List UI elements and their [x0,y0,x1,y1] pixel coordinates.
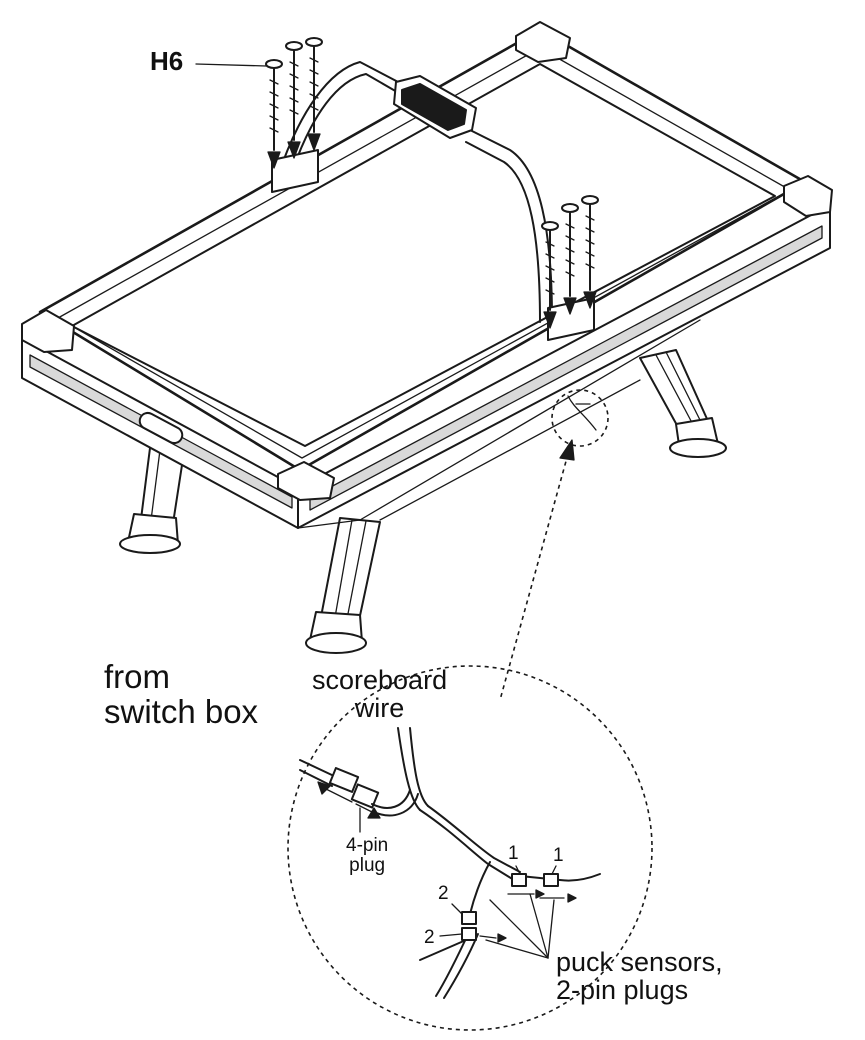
goal-slot [138,411,184,445]
four-pin-plug-a [328,767,360,793]
label-from-switch-box: from switch box [104,658,259,730]
underside-edge [297,319,701,529]
scoreboard-arch [271,61,595,341]
detail-magnified-circle [287,665,653,1031]
h6-screws [195,37,599,329]
label-scoreboard-wire: scoreboard wire [312,665,448,724]
mount-bracket-back [271,149,319,193]
detail-source-circle [551,389,609,447]
label-sensor-number-1a: 1 [508,843,519,864]
detail-callout [287,389,653,1031]
corner-caps [21,21,833,501]
two-pin-plug-1a [511,873,527,887]
leg-front-left [119,447,185,554]
table-legs [119,349,727,654]
label-h6: H6 [150,46,184,76]
screw-front-3 [581,195,599,309]
screw-back-2 [285,41,303,159]
detail-connector [499,453,569,701]
screw-front-1 [541,221,559,329]
two-pin-plug-2b [461,927,477,941]
screw-back-3 [305,37,323,151]
label-puck-sensors: puck sensors, 2-pin plugs [556,947,723,1006]
h6-leader-line [195,63,267,67]
magnified-wiring [299,727,601,999]
table-top [21,21,833,501]
two-pin-plug-2a [461,911,477,925]
detail-arrow-head [559,439,575,461]
mount-bracket-front [547,297,595,341]
leg-back-right [639,349,727,458]
table-body [21,204,831,529]
four-pin-plug-b [350,783,380,809]
label-four-pin-plug: 4-pin plug [346,835,389,876]
playing-surface [71,63,776,447]
scoreboard-display [401,83,467,131]
skirt-side-stripe [309,225,823,511]
screw-back-1 [265,59,283,169]
label-sensor-number-2a: 2 [438,883,449,904]
underside-wire [567,395,597,431]
leg-brace [379,379,641,521]
leg-front-middle [305,517,381,654]
label-sensor-number-2b: 2 [424,927,435,948]
label-sensor-number-1b: 1 [553,845,564,866]
screw-front-2 [561,203,579,315]
two-pin-plug-1b [543,873,559,887]
